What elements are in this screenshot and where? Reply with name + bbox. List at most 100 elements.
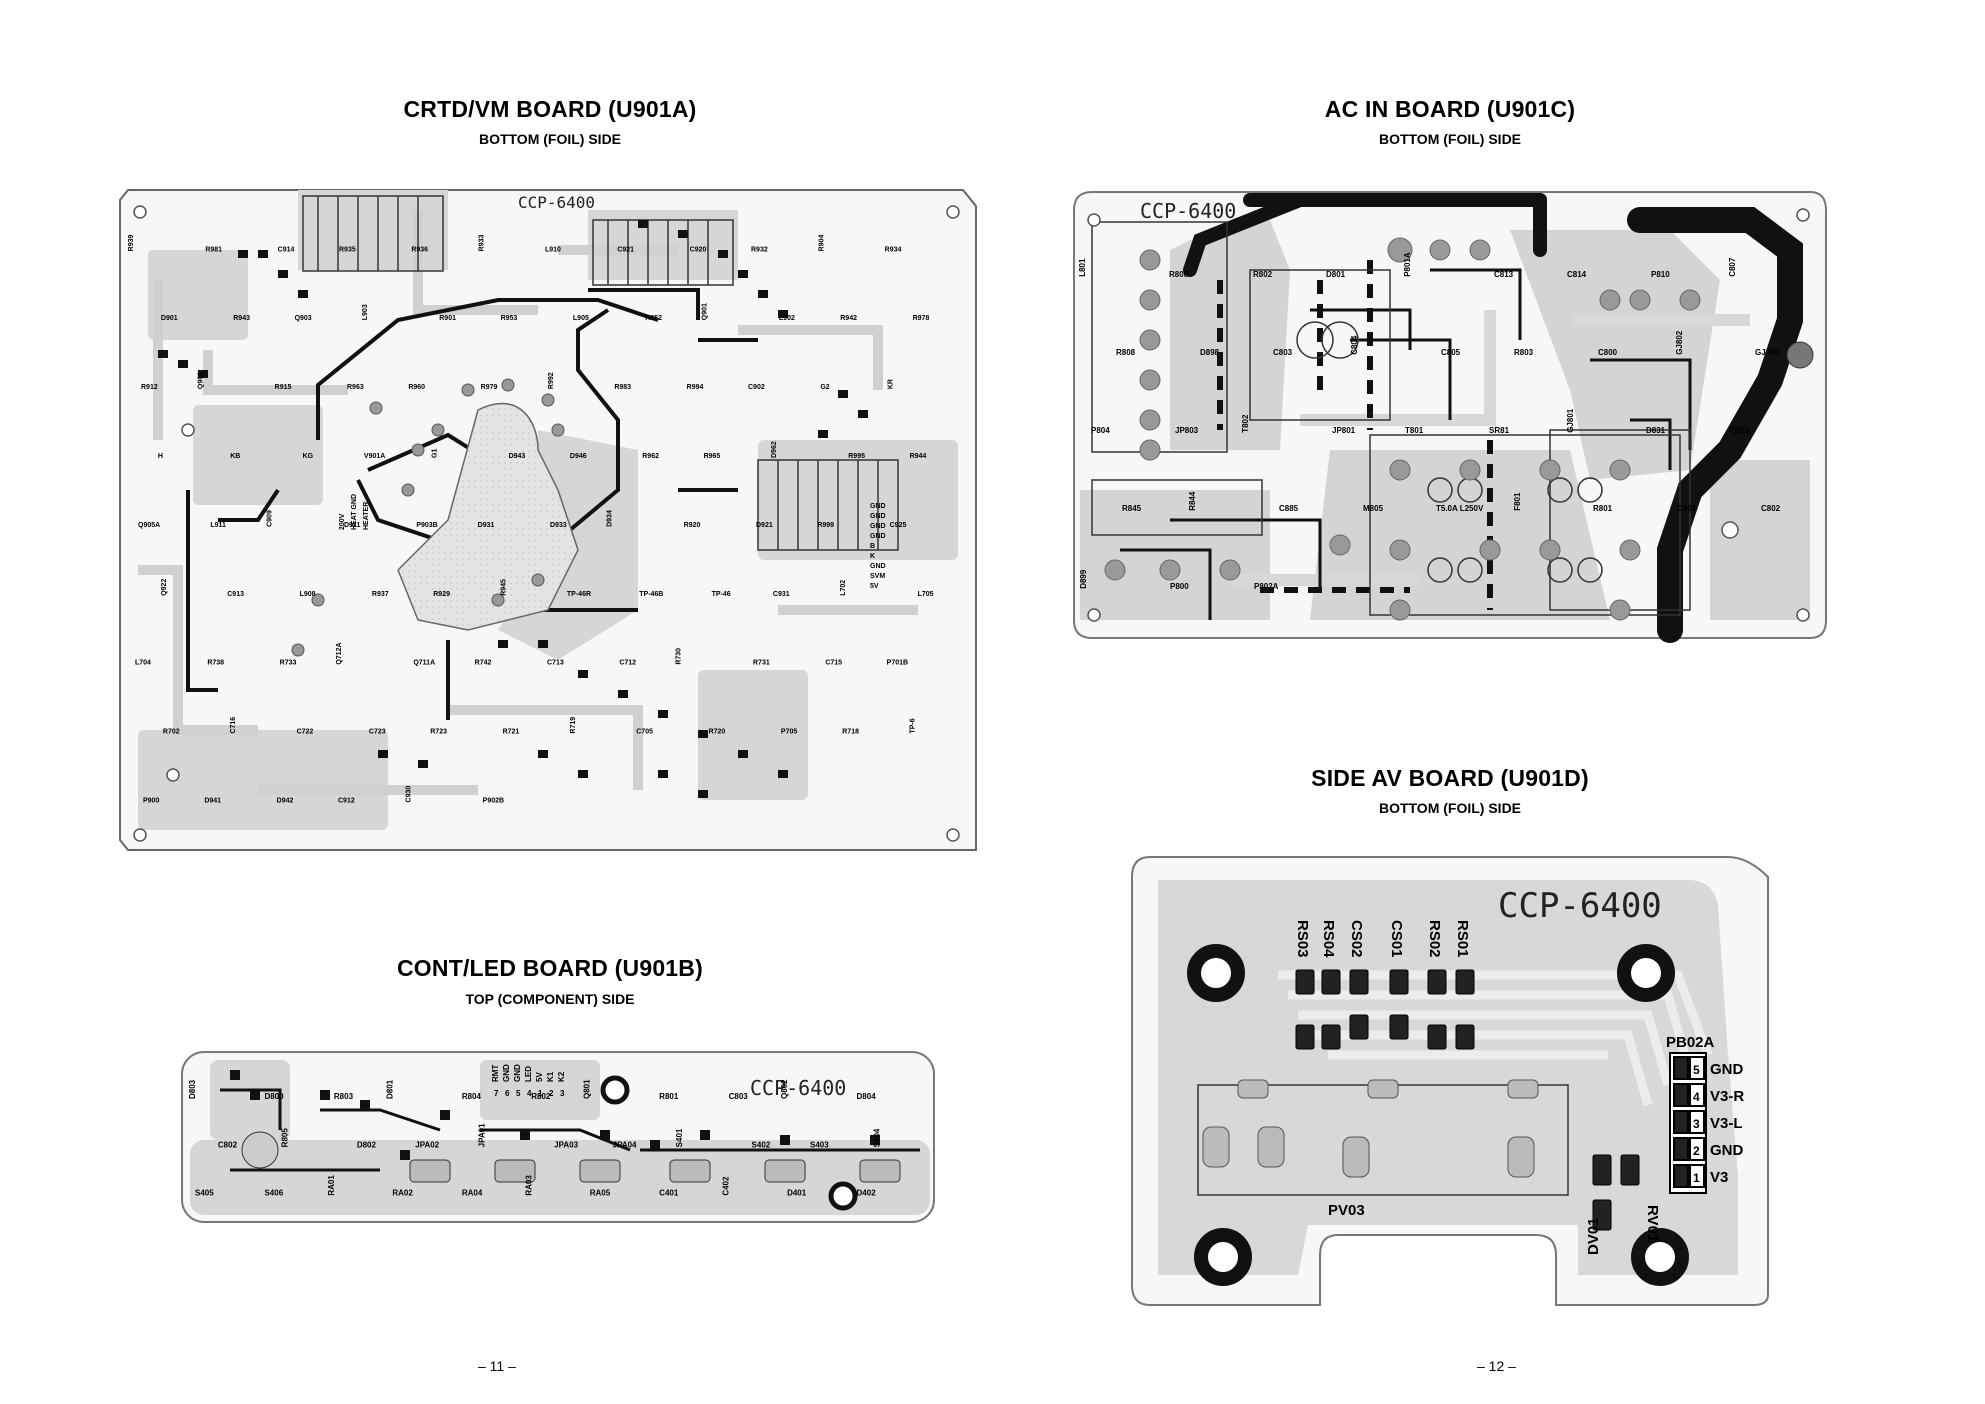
crtd-part-label: R981 (205, 246, 222, 253)
crtd-part-label: D934 (606, 510, 613, 527)
pb02a-pin-number: 5 (1693, 1063, 1700, 1077)
cont-part-label: R804 (462, 1092, 482, 1101)
crtd-part-label: L902 (779, 315, 795, 322)
cont-part-label: D402 (857, 1189, 877, 1198)
crtd-part-label: R730 (676, 648, 683, 665)
crtd-part-label: R937 (372, 591, 389, 598)
crtd-part-label: KR (888, 379, 895, 389)
crtd-part-label: D946 (570, 453, 587, 460)
crtd-part-label: L908 (300, 591, 316, 598)
crtd-heater-label: HEATER (363, 502, 370, 530)
heatsinks (302, 195, 899, 551)
crtd-part-label: R994 (687, 384, 704, 391)
ac-hv-trace (1627, 207, 1803, 643)
smd-pads (158, 220, 868, 798)
crtd-part-label: D901 (161, 315, 178, 322)
crtd-part-label: Q712A (336, 642, 343, 664)
cont-pin-label: LED (524, 1066, 533, 1082)
cont-part-label: D803 (188, 1079, 197, 1099)
crtd-part-label: R731 (753, 660, 770, 667)
crtd-part-label: R920 (684, 522, 701, 529)
crtd-connector-pin: 5V (870, 583, 879, 590)
crtd-part-label: C722 (297, 729, 314, 736)
pb02a-pin-number: 1 (1693, 1171, 1700, 1185)
ac-part-label: F801 (1513, 492, 1522, 511)
ac-part-label: L801 (1078, 258, 1087, 277)
side-av-traces (1278, 970, 1713, 1107)
ac-part-label: C800 (1598, 348, 1618, 357)
crtd-part-label: C902 (748, 384, 765, 391)
crtd-part-label: Q901 (702, 303, 709, 320)
cont-traces (220, 1088, 920, 1172)
crtd-part-label: R995 (848, 453, 865, 460)
crtd-part-label: R718 (842, 729, 859, 736)
ac-part-label: R802 (1253, 270, 1273, 279)
cont-part-label: R805 (280, 1128, 289, 1148)
cont-pin-number: 7 (494, 1089, 499, 1098)
cont-pin-number: 1 (538, 1089, 543, 1098)
page-number-left: – 11 – (478, 1358, 516, 1374)
crtd-vm-board-side: BOTTOM (FOIL) SIDE (478, 131, 622, 147)
side-av-component-label: RS04 (1320, 920, 1337, 958)
crtd-part-label: V901A (364, 453, 385, 460)
crtd-part-label: P902B (483, 797, 504, 804)
ac-part-label: Q828 (1730, 426, 1750, 435)
crtd-part-label: C909 (267, 510, 274, 527)
ac-part-label: R800 (1169, 270, 1189, 279)
crtd-part-label: C723 (369, 729, 386, 736)
cont-part-label: RA01 (327, 1175, 336, 1196)
cont-part-label: D802 (357, 1140, 377, 1149)
ac-part-label: C805 (1441, 348, 1461, 357)
cont-part-label: R801 (659, 1092, 679, 1101)
pb02a-pin-name: V3 (1710, 1169, 1728, 1186)
pb02a-pin-name: GND (1710, 1142, 1744, 1159)
ac-in-model-label: CCP-6400 (1140, 199, 1236, 223)
crtd-part-label: TP-6 (910, 718, 917, 733)
crtd-part-label: C920 (690, 246, 707, 253)
cont-part-label: JPA01 (478, 1123, 487, 1147)
crtd-part-label: C912 (338, 797, 355, 804)
cont-part-label: D800 (264, 1092, 284, 1101)
pv03-label: PV03 (1328, 1202, 1365, 1219)
cont-pin-number: 3 (560, 1089, 565, 1098)
crtd-part-label: D933 (550, 522, 567, 529)
cont-part-label: RA03 (524, 1175, 533, 1196)
crtd-part-label: R935 (339, 246, 356, 253)
crtd-part-label: Q902 (197, 372, 204, 389)
rv01-label: RV01 (1644, 1205, 1661, 1242)
crtd-part-label: R944 (910, 453, 927, 460)
side-av-component-label: RS03 (1294, 920, 1311, 958)
crtd-part-label: R979 (481, 384, 498, 391)
crtd-part-label: R962 (642, 453, 659, 460)
ac-part-label: C802 (1761, 504, 1781, 513)
crtd-part-label: C931 (773, 591, 790, 598)
crtd-part-label: R702 (163, 729, 180, 736)
crtd-part-label: D931 (478, 522, 495, 529)
cont-part-label: Q801 (583, 1079, 592, 1099)
cont-part-label: S406 (264, 1189, 283, 1198)
crtd-part-label: R901 (439, 315, 456, 322)
cont-part-label: RA04 (462, 1189, 483, 1198)
ac-part-label: GJ801 (1566, 408, 1575, 433)
crtd-vm-board-title: CRTD/VM BOARD (U901A) (403, 96, 697, 122)
ac-thick-traces (1183, 193, 1547, 277)
ac-part-label: R844 (1188, 491, 1197, 511)
through-holes (291, 378, 565, 657)
ac-part-label: GJ800 (1755, 348, 1780, 357)
ac-part-label: M805 (1363, 504, 1384, 513)
pb02a-pin-name: V3-R (1710, 1088, 1744, 1105)
crtd-part-label: Q922 (161, 579, 168, 596)
crtd-part-label: C716 (230, 717, 237, 734)
ac-part-label: C885 (1279, 504, 1299, 513)
ac-signal-traces (1120, 268, 1692, 620)
crtd-part-label: C713 (547, 660, 564, 667)
